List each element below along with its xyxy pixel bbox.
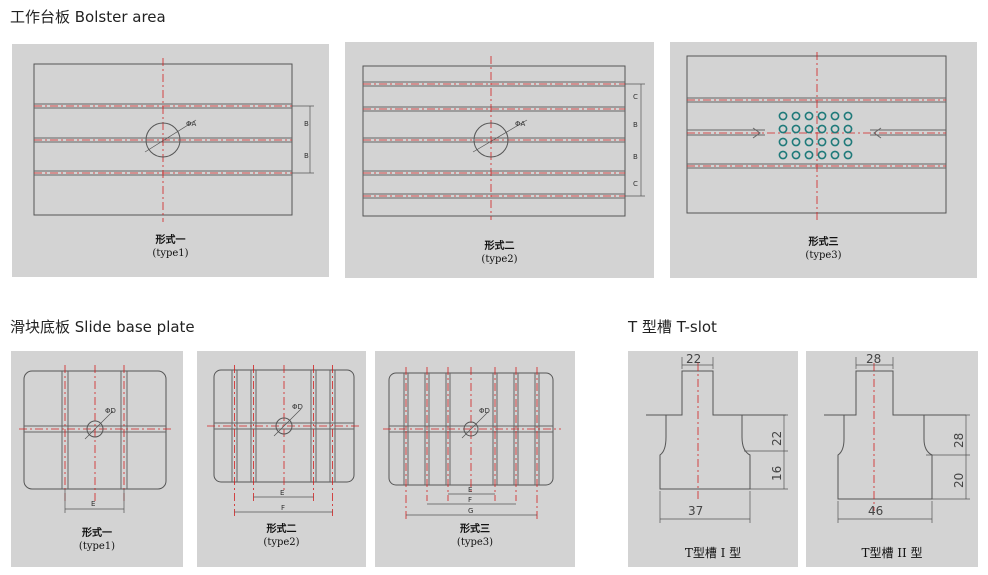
slide-base-plate-heading: 滑块底板 Slide base plate: [10, 318, 195, 336]
tslot-bottom-width: 46: [868, 504, 883, 518]
dim-label-c: C: [633, 180, 638, 188]
dim-label-d: ΦD: [105, 407, 116, 415]
dim-label-e: E: [280, 489, 284, 497]
tslot-lower-height: 16: [770, 466, 784, 481]
dim-label-g: G: [468, 507, 473, 515]
slide-type2-panel: ΦD E F 形式二(type2): [197, 351, 366, 567]
dim-label-d: ΦD: [292, 403, 303, 411]
tslot-type2-drawing: 28 28 20 46: [824, 352, 970, 523]
dim-label-e: E: [91, 500, 95, 508]
bolster-type3-caption: 形式三(type3): [805, 237, 842, 261]
tslot-type2-caption: T型槽 II 型: [861, 546, 923, 560]
slide-type2-caption: 形式二(type2): [263, 524, 300, 548]
slide-type1-panel: ΦD E 形式一(type1): [11, 351, 183, 567]
dim-label-b: B: [304, 152, 309, 160]
bolster-type3-drawing: [686, 52, 947, 220]
tslot-type2-panel: 28 28 20 46 T型槽 II 型: [806, 351, 978, 567]
dim-label-b: B: [633, 153, 638, 161]
tslot-upper-height: 22: [770, 431, 784, 446]
tslot-upper-height: 28: [952, 433, 966, 448]
tslot-bottom-width: 37: [688, 504, 703, 518]
tslot-top-width: 22: [686, 352, 701, 366]
tslot-type1-panel: 22 22 16 37 T型槽 I 型: [628, 351, 798, 567]
dim-label-e: E: [468, 486, 472, 494]
dim-label-b: B: [304, 120, 309, 128]
dim-label-f: F: [468, 496, 472, 504]
bolster-type2-drawing: ΦA C B B C: [362, 56, 645, 220]
dim-label-c: C: [633, 93, 638, 101]
bolster-type1-caption: 形式一(type1): [152, 235, 189, 259]
bolster-type1-panel: ΦA B B 形式一(type1): [12, 44, 329, 277]
tslot-type1-caption: T型槽 I 型: [684, 546, 742, 560]
slide-type2-drawing: ΦD E F: [207, 365, 361, 516]
slide-type1-drawing: ΦD E: [19, 365, 173, 513]
slide-type3-panel: ΦD E F G 形式三(type3): [375, 351, 575, 567]
slide-type3-drawing: ΦD E F G: [383, 367, 561, 519]
dim-label-f: F: [281, 504, 285, 512]
dim-label-a: ΦA: [515, 120, 526, 128]
slide-type3-caption: 形式三(type3): [456, 524, 494, 548]
dim-label-d: ΦD: [479, 407, 490, 415]
bolster-type2-caption: 形式二(type2): [481, 241, 518, 265]
slide-type1-caption: 形式一(type1): [78, 528, 116, 552]
bolster-area-heading: 工作台板 Bolster area: [10, 8, 166, 26]
tslot-top-width: 28: [866, 352, 881, 366]
dim-label-a: ΦA: [186, 120, 197, 128]
bolster-type1-drawing: ΦA B B: [33, 58, 314, 222]
t-slot-heading: T 型槽 T-slot: [628, 318, 717, 336]
bolster-type3-panel: 形式三(type3): [670, 42, 977, 278]
bolster-type2-panel: ΦA C B B C 形式二(type2): [345, 42, 654, 278]
dim-label-b: B: [633, 121, 638, 129]
tslot-type1-drawing: 22 22 16 37: [646, 352, 788, 523]
tslot-lower-height: 20: [952, 473, 966, 488]
